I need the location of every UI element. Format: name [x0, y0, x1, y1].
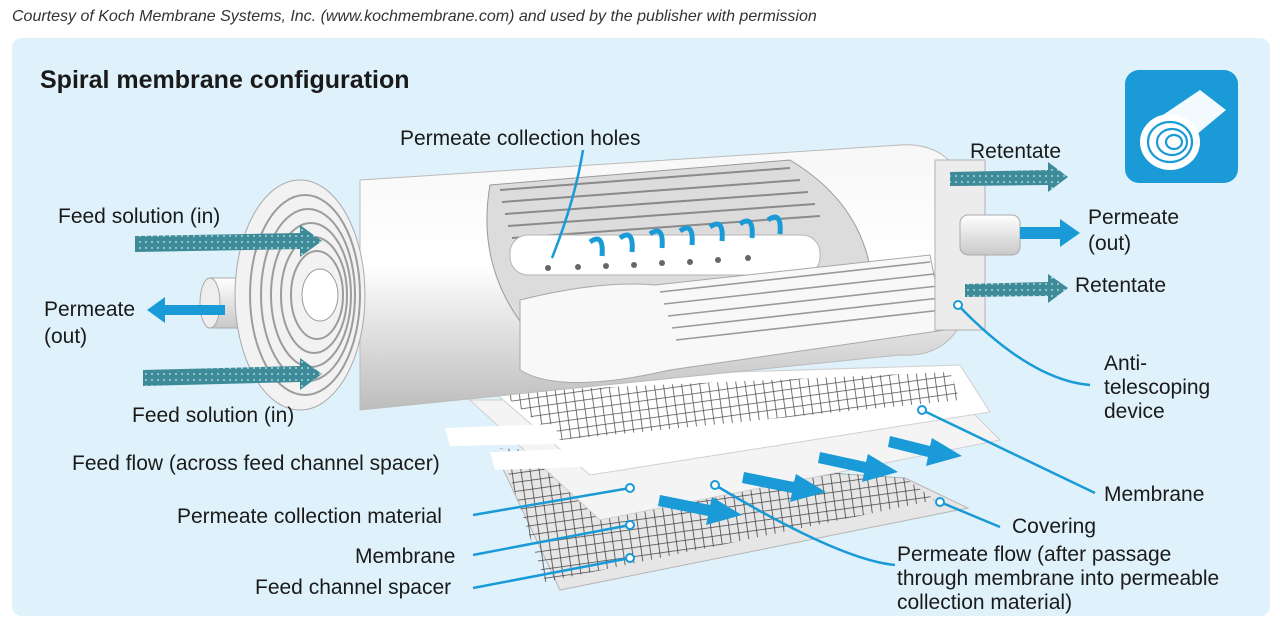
exploded-sheets [445, 364, 1002, 591]
label-anti-telescoping-2: telescoping [1104, 376, 1211, 399]
collection-holes [545, 255, 751, 271]
curl-arrows [588, 214, 783, 257]
label-membrane-left: Membrane [355, 545, 456, 568]
diagram-title: Spiral membrane configuration [40, 66, 410, 94]
label-feed-solution-bottom: Feed solution (in) [132, 404, 295, 427]
feed-arrows [135, 162, 1068, 390]
label-permeate-collection-holes: Permeate collection holes [400, 127, 641, 150]
spiral-roll-icon [1125, 70, 1238, 183]
credit-line: Courtesy of Koch Membrane Systems, Inc. … [12, 8, 817, 25]
label-covering: Covering [1012, 515, 1097, 538]
label-permeate-out-right-2: (out) [1088, 232, 1132, 255]
permeate-arrows [147, 219, 1080, 323]
label-permeate-flow-2: through membrane into permeable [897, 567, 1220, 590]
label-permeate-out-right-1: Permeate [1088, 206, 1180, 229]
label-feed-solution-top: Feed solution (in) [58, 205, 221, 228]
label-retentate-top: Retentate [970, 140, 1062, 163]
label-membrane-right: Membrane [1104, 483, 1205, 506]
label-feed-flow: Feed flow (across feed channel spacer) [72, 452, 440, 475]
label-permeate-flow-3: collection material) [897, 591, 1073, 614]
label-permeate-collection-material: Permeate collection material [177, 505, 442, 528]
label-anti-telescoping-3: device [1104, 400, 1165, 423]
leader-dots [625, 300, 963, 563]
label-permeate-out-left-1: Permeate [44, 298, 136, 321]
label-feed-channel-spacer: Feed channel spacer [255, 576, 452, 599]
membrane-flow-arrows [658, 436, 962, 525]
leader-lines [472, 149, 1096, 590]
label-retentate-bottom: Retentate [1075, 274, 1167, 297]
label-anti-telescoping-1: Anti- [1104, 352, 1148, 375]
label-permeate-out-left-2: (out) [44, 325, 88, 348]
label-permeate-flow-1: Permeate flow (after passage [897, 543, 1172, 566]
